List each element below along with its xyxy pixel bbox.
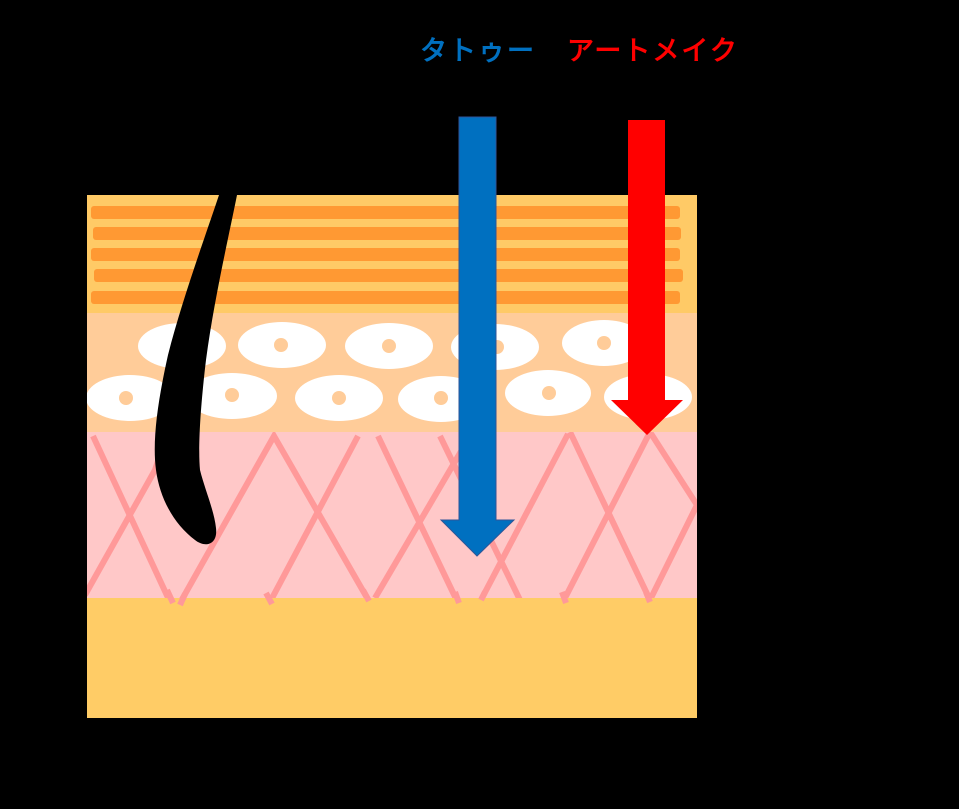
- corneum-stripe: [91, 291, 680, 304]
- hair: [154, 195, 237, 545]
- cell: [187, 373, 277, 419]
- corneum-stripe: [91, 206, 680, 219]
- tattoo-arrow: [439, 116, 516, 557]
- art-make-label: アートメイク: [567, 36, 739, 67]
- cell: [295, 375, 383, 421]
- tattoo-label: タトゥー: [420, 36, 536, 67]
- collagen-fiber-ends: [164, 588, 653, 607]
- corneum-stripe: [93, 227, 681, 240]
- corneum-stripe: [91, 248, 680, 261]
- subcutis-layer: [87, 598, 697, 718]
- stratum-corneum-layer: [87, 195, 697, 313]
- cell: [87, 375, 174, 421]
- cell: [238, 322, 326, 368]
- collagen-fibers: [87, 432, 697, 598]
- cell: [345, 323, 433, 369]
- art-make-arrow: [611, 120, 683, 435]
- cell: [562, 320, 646, 366]
- corneum-stripe: [94, 269, 683, 282]
- cell: [505, 370, 591, 416]
